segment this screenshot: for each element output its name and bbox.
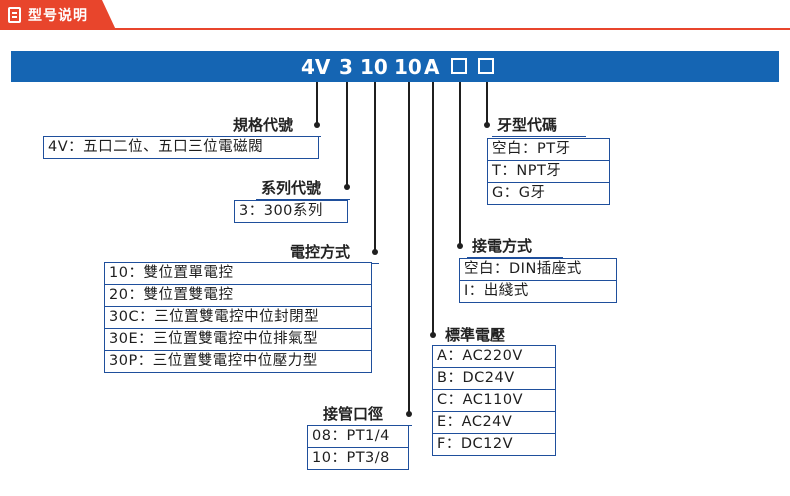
voltage-option: E：AC24V <box>433 412 555 434</box>
connector-wiring <box>459 82 461 246</box>
thread-code-options: 空白：PT牙 T：NPT牙 G：G牙 <box>487 138 610 205</box>
connector-dot-voltage <box>430 332 436 338</box>
port-option: 10：PT3/8 <box>312 450 390 466</box>
control-option: 30C：三位置雙電控中位封閉型 <box>105 307 371 329</box>
wiring-method-title: 接電方式 <box>467 235 563 258</box>
model-segment-series: 3 <box>339 55 353 79</box>
voltage-option: A：AC220V <box>433 346 555 368</box>
voltage-option: C：AC110V <box>433 390 555 412</box>
control-option: 10：雙位置單電控 <box>105 263 371 285</box>
spec-code-options: 4V：五口二位、五口三位電磁閥 <box>43 136 319 159</box>
wiring-option: 空白：DIN插座式 <box>460 259 616 281</box>
connector-control <box>374 82 376 252</box>
control-method-options: 10：雙位置單電控 20：雙位置雙電控 30C：三位置雙電控中位封閉型 30E：… <box>104 262 372 373</box>
thread-code-title: 牙型代碼 <box>492 114 586 137</box>
connector-thread <box>486 82 488 125</box>
series-code-options: 3：300系列 <box>234 200 348 223</box>
control-option: 30P：三位置雙電控中位壓力型 <box>109 353 318 369</box>
connector-dot-port <box>406 411 412 417</box>
connector-series <box>346 82 348 187</box>
model-segment-voltage: A <box>424 55 440 79</box>
voltage-options: A：AC220V B：DC24V C：AC110V E：AC24V F：DC12… <box>432 345 556 456</box>
spec-option: 4V：五口二位、五口三位電磁閥 <box>48 139 264 155</box>
header-underline <box>0 28 790 30</box>
model-segment-port: 10 <box>394 55 422 79</box>
connector-port <box>408 82 410 414</box>
document-icon <box>8 7 21 23</box>
wiring-option: I：出綫式 <box>464 283 529 299</box>
series-option: 3：300系列 <box>239 203 323 219</box>
wiring-method-options: 空白：DIN插座式 I：出綫式 <box>459 258 617 303</box>
model-placeholder-wiring <box>451 58 467 74</box>
connector-dot-control <box>372 249 378 255</box>
model-segment-series-prefix: 4V <box>301 55 331 79</box>
control-option: 20：雙位置雙電控 <box>105 285 371 307</box>
connector-spec <box>316 82 318 125</box>
connector-dot-series <box>344 184 350 190</box>
voltage-option: B：DC24V <box>433 368 555 390</box>
connector-dot-wiring <box>457 243 463 249</box>
thread-option: 空白：PT牙 <box>488 139 609 161</box>
page-title: 型号说明 <box>28 8 88 24</box>
series-code-title: 系列代號 <box>256 177 350 200</box>
model-code-bar <box>11 51 779 82</box>
thread-option: T：NPT牙 <box>488 161 609 183</box>
port-option: 08：PT1/4 <box>308 426 408 448</box>
connector-dot-thread <box>484 122 490 128</box>
model-placeholder-thread <box>478 58 494 74</box>
port-size-title: 接管口徑 <box>318 403 412 426</box>
connector-voltage <box>432 82 434 335</box>
voltage-title: 標準電壓 <box>440 324 536 347</box>
voltage-option: F：DC12V <box>437 436 513 452</box>
spec-code-title: 規格代號 <box>228 114 321 137</box>
control-option: 30E：三位置雙電控中位排氣型 <box>105 329 371 351</box>
port-size-options: 08：PT1/4 10：PT3/8 <box>307 425 409 470</box>
model-segment-control: 10 <box>360 55 388 79</box>
control-method-title: 電控方式 <box>285 241 379 264</box>
thread-option: G：G牙 <box>492 185 546 201</box>
connector-dot-spec <box>314 122 320 128</box>
